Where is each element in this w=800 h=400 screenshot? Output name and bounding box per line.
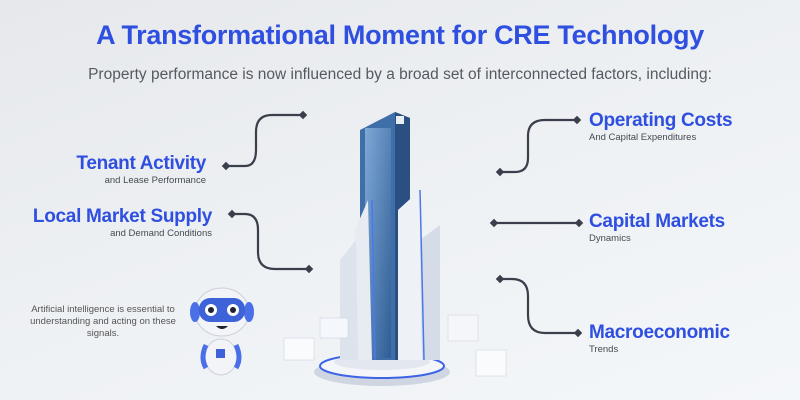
- factor-title: Operating Costs: [589, 110, 733, 131]
- factor-capital-markets: Capital Markets Dynamics: [589, 211, 725, 244]
- robot-icon: [190, 287, 254, 376]
- connector-tenant: [226, 113, 303, 168]
- connector-operating: [500, 118, 577, 174]
- factor-subtitle: and Lease Performance: [104, 175, 206, 186]
- connectors: [226, 113, 579, 335]
- factor-operating-costs: Operating Costs And Capital Expenditures: [589, 110, 733, 143]
- factor-tenant-activity: Tenant Activity and Lease Performance: [76, 153, 206, 186]
- ai-note: Artificial intelligence is essential to …: [30, 304, 176, 339]
- factor-title: Tenant Activity: [76, 153, 206, 174]
- factor-subtitle: And Capital Expenditures: [589, 132, 697, 143]
- page-title: A Transformational Moment for CRE Techno…: [96, 20, 704, 50]
- factor-subtitle: Trends: [589, 344, 619, 355]
- page-subtitle: Property performance is now influenced b…: [88, 66, 712, 83]
- building-illustration: [340, 112, 440, 361]
- factor-title: Macroeconomic: [589, 322, 730, 343]
- factor-subtitle: and Demand Conditions: [110, 228, 212, 239]
- factor-subtitle: Dynamics: [589, 233, 631, 244]
- floating-cards: [283, 314, 507, 377]
- factor-title: Local Market Supply: [32, 206, 212, 227]
- connector-local-market: [232, 212, 309, 271]
- factor-macroeconomic: Macroeconomic Trends: [589, 322, 730, 355]
- connector-macro: [500, 277, 578, 335]
- factor-title: Capital Markets: [589, 211, 725, 232]
- factor-local-market-supply: Local Market Supply and Demand Condition…: [33, 206, 212, 239]
